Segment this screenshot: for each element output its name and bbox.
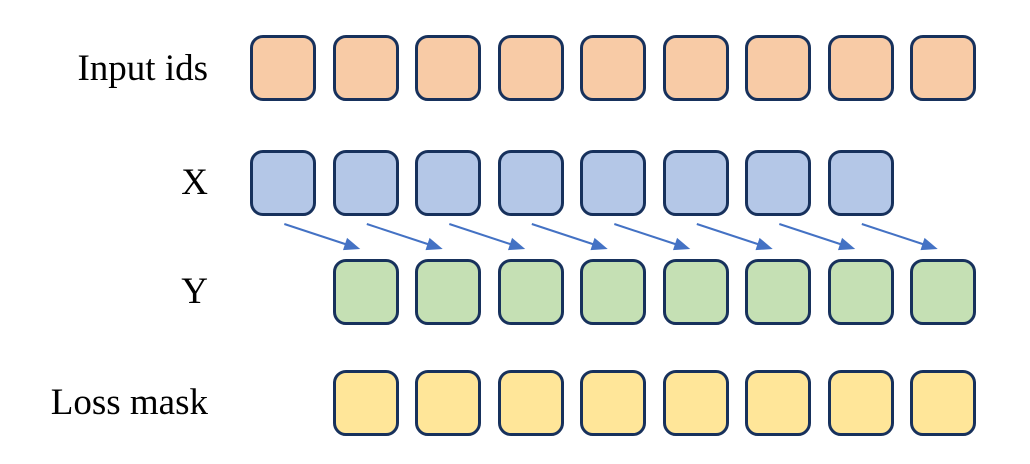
shift-arrow-4: [531, 223, 608, 251]
cell-y-8: [910, 259, 976, 325]
cell-x-5: [580, 150, 646, 216]
cell-loss-mask-8: [910, 370, 976, 436]
arrow-shaft: [366, 223, 430, 246]
shift-arrow-5: [614, 223, 691, 251]
cell-loss-mask-6: [745, 370, 811, 436]
row-label-input-ids: Input ids: [77, 48, 208, 89]
cell-input-ids-6: [662, 35, 729, 101]
cell-y-2: [415, 259, 481, 325]
cell-x-2: [332, 150, 399, 216]
arrow-shaft: [449, 223, 513, 246]
cell-input-ids-7: [745, 35, 811, 101]
cell-input-ids-4: [497, 35, 564, 101]
arrow-head: [837, 237, 856, 251]
arrow-head: [755, 237, 773, 251]
cell-y-5: [662, 259, 729, 325]
arrow-head: [590, 237, 608, 251]
arrow-head: [342, 237, 361, 251]
cell-loss-mask-7: [827, 370, 894, 436]
cell-y-4: [580, 259, 646, 325]
arrow-shaft: [696, 223, 760, 246]
cell-y-1: [332, 259, 399, 325]
cell-loss-mask-3: [497, 370, 564, 436]
cell-x-6: [662, 150, 729, 216]
cell-input-ids-8: [827, 35, 894, 101]
cell-y-7: [827, 259, 894, 325]
cell-y-3: [497, 259, 564, 325]
cell-input-ids-9: [910, 35, 976, 101]
cell-x-1: [250, 150, 316, 216]
cell-y-6: [745, 259, 811, 325]
cell-x-7: [745, 150, 811, 216]
cell-loss-mask-5: [662, 370, 729, 436]
cell-x-8: [827, 150, 894, 216]
arrow-head: [920, 237, 938, 251]
arrow-head: [425, 237, 443, 251]
cell-x-3: [415, 150, 481, 216]
arrow-shaft: [531, 223, 595, 246]
cell-x-4: [497, 150, 564, 216]
cell-input-ids-3: [415, 35, 481, 101]
cell-loss-mask-2: [415, 370, 481, 436]
arrow-shaft: [779, 223, 843, 246]
row-label-x: X: [181, 162, 208, 203]
cell-input-ids-2: [332, 35, 399, 101]
shift-arrow-8: [861, 223, 938, 251]
arrow-shaft: [284, 223, 348, 246]
shift-arrow-1: [284, 223, 361, 251]
arrow-head: [507, 237, 526, 251]
cell-loss-mask-1: [332, 370, 399, 436]
shift-arrow-7: [779, 223, 856, 251]
arrow-shaft: [614, 223, 678, 246]
row-label-loss-mask: Loss mask: [50, 382, 208, 423]
row-label-y: Y: [181, 271, 208, 312]
arrow-shaft: [861, 223, 925, 246]
shift-arrow-6: [696, 223, 773, 251]
arrow-head: [672, 237, 691, 251]
cell-loss-mask-4: [580, 370, 646, 436]
shift-arrow-2: [366, 223, 443, 251]
shift-arrow-3: [449, 223, 526, 251]
cell-input-ids-5: [580, 35, 646, 101]
cell-input-ids-1: [250, 35, 316, 101]
